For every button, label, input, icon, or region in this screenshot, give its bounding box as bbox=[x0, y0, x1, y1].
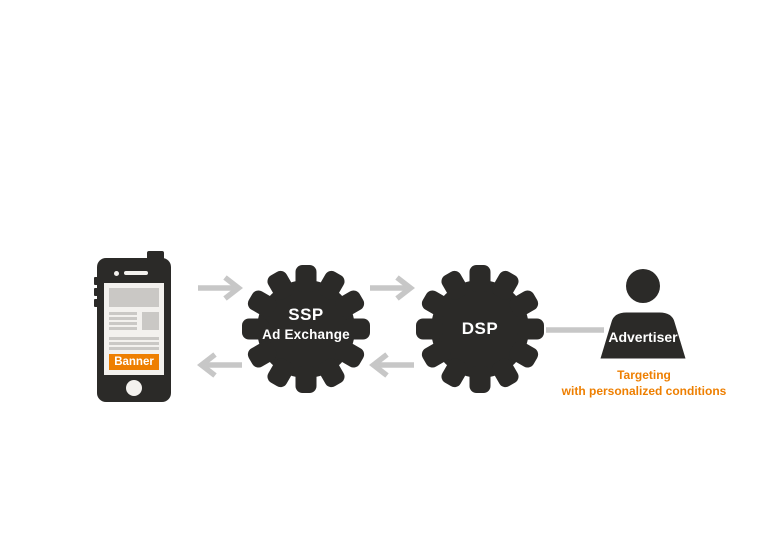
phone-camera-dot bbox=[114, 271, 119, 276]
phone-power-button bbox=[147, 251, 164, 260]
advertiser-person-icon bbox=[600, 269, 686, 359]
phone-screen: Banner bbox=[104, 283, 164, 375]
phone-speaker-slot bbox=[124, 271, 148, 275]
arrow-dsp-to-ssp-icon bbox=[369, 352, 414, 378]
banner-ad: Banner bbox=[109, 354, 159, 370]
article-text-line bbox=[109, 312, 137, 315]
article-text-line bbox=[109, 317, 137, 320]
ssp-gear-icon bbox=[242, 265, 370, 393]
article-text-line bbox=[109, 347, 159, 350]
article-text-line bbox=[109, 342, 159, 345]
article-text-line bbox=[109, 322, 137, 325]
arrow-phone-to-ssp-icon bbox=[198, 275, 243, 301]
article-image-block bbox=[109, 288, 159, 307]
arrow-ssp-to-dsp-icon bbox=[370, 275, 415, 301]
arrow-ssp-to-phone-icon bbox=[197, 352, 242, 378]
article-text-line bbox=[109, 327, 137, 330]
dsp-gear-icon bbox=[416, 265, 544, 393]
phone-volume-button bbox=[94, 299, 98, 307]
article-text-line bbox=[109, 337, 159, 340]
phone-volume-button bbox=[94, 277, 98, 285]
phone-home-button bbox=[126, 380, 142, 396]
article-thumbnail-placeholder bbox=[142, 312, 159, 330]
phone-volume-button bbox=[94, 288, 98, 296]
